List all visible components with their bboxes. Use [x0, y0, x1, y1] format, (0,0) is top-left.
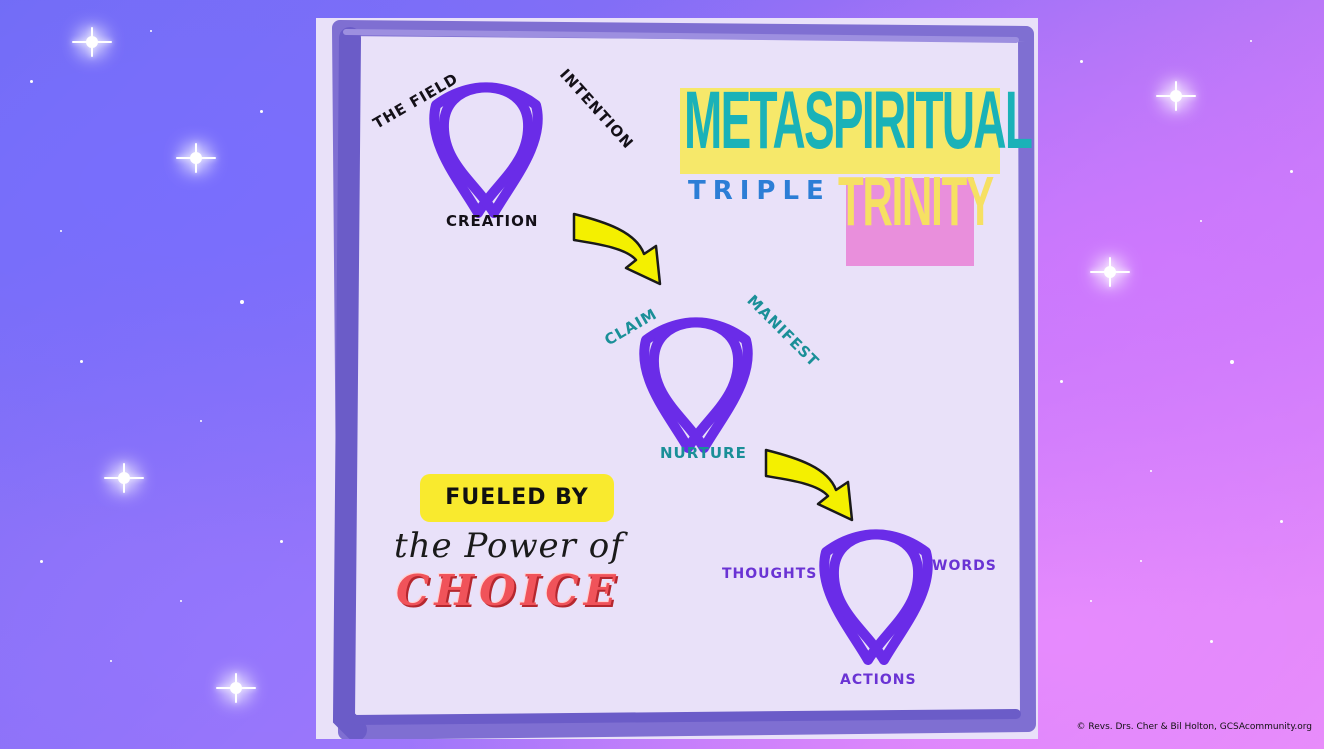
triquetra-icon [644, 322, 748, 448]
trinity2-bottom-label: NURTURE [660, 444, 747, 462]
star-dot [60, 230, 62, 232]
star-dot [1210, 640, 1213, 643]
star-dot [1090, 600, 1092, 602]
trinity3-right-label: WORDS [932, 558, 997, 574]
fueled-by-label: FUELED BY [420, 474, 614, 522]
star-dot [1250, 40, 1252, 42]
trinity3-top-label: THOUGHTS [722, 566, 817, 582]
poster-card: THE FIELD INTENTION CREATION CLAIM MANIF… [316, 18, 1038, 739]
curved-arrow-icon [574, 214, 660, 284]
power-of-label: the Power of [394, 526, 624, 566]
star-dot [80, 360, 83, 363]
star-dot [1280, 520, 1283, 523]
triquetra-icon [824, 534, 928, 660]
star-dot [150, 30, 152, 32]
star-dot [1200, 220, 1202, 222]
star-dot [200, 420, 202, 422]
star-dot [1140, 560, 1142, 562]
triquetra-icon [434, 87, 538, 213]
trinity1-bottom-label: CREATION [446, 212, 538, 230]
star-dot [1060, 380, 1063, 383]
title-metaspiritual: METASPIRITUAL [684, 80, 1031, 162]
copyright-credit: © Revs. Drs. Cher & Bil Holton, GCSAcomm… [1077, 722, 1313, 732]
star-dot [260, 110, 263, 113]
star-dot [1150, 470, 1152, 472]
star-dot [280, 540, 283, 543]
trinity3-bottom-label: ACTIONS [840, 672, 917, 688]
star-dot [110, 660, 112, 662]
star-dot [40, 560, 43, 563]
star-dot [1290, 170, 1293, 173]
star-dot [1230, 360, 1234, 364]
choice-label: CHOICE [396, 566, 621, 615]
star-dot [180, 600, 182, 602]
title-trinity: TRINITY [838, 166, 993, 236]
title-triple: TRIPLE [688, 176, 831, 206]
curved-arrow-icon [766, 450, 852, 520]
star-dot [30, 80, 33, 83]
star-dot [240, 300, 244, 304]
star-dot [1080, 60, 1083, 63]
